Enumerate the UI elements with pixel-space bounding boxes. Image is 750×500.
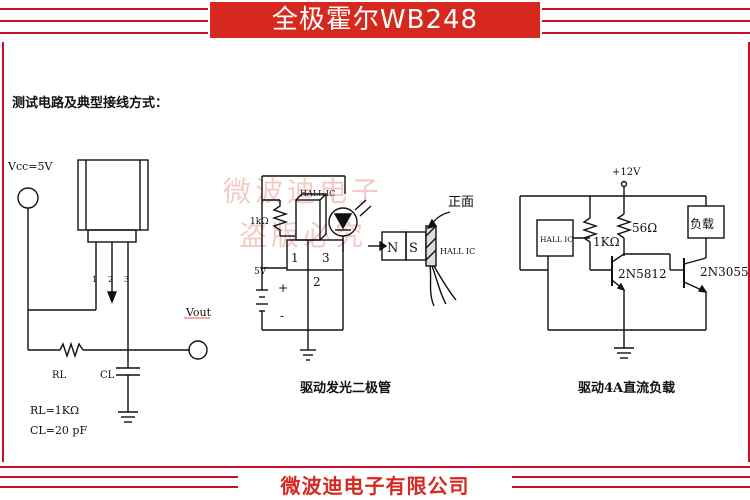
sensor-lead-block <box>87 229 137 243</box>
t1-emitter-arrow <box>616 282 626 292</box>
magnet-s-label: S <box>409 241 418 256</box>
footer-band <box>0 466 750 500</box>
hall-sensor-body <box>77 159 149 231</box>
hatch-3 <box>425 249 437 261</box>
light-ray-1 <box>354 199 367 211</box>
lead-wire-2 <box>431 265 447 305</box>
voltage-label: 5V <box>254 267 267 277</box>
resistor-label: 1kΩ <box>250 217 269 227</box>
hall-ic-label: HALL IC <box>300 189 335 198</box>
ground-arrow <box>106 291 118 304</box>
load-label: 负载 <box>690 217 714 231</box>
content-frame <box>2 42 750 462</box>
section-subtitle: 测试电路及典型接线方式： <box>12 96 169 111</box>
footer-rule-top <box>0 466 750 468</box>
pin-3-label: 3 <box>124 275 129 284</box>
cl-value: CL=20 pF <box>30 424 87 437</box>
test-circuit: Vcc=5V 1 2 3 Vout RL CL RL= <box>7 159 212 437</box>
header-rule-left-top <box>0 8 208 10</box>
header-rule-right-top <box>542 8 750 10</box>
hatch-1 <box>425 225 437 237</box>
motion-arrow-head <box>379 240 388 252</box>
page-title: 全极霍尔WB248 <box>210 2 540 38</box>
header-rule-left-bottom <box>0 32 208 34</box>
lead-wire-1 <box>429 265 435 307</box>
cl-label: CL <box>100 370 115 381</box>
led-symbol <box>333 213 353 230</box>
battery-plus: + <box>278 281 288 295</box>
pin-2-label: 2 <box>313 275 321 289</box>
hall-ic-right-label: HALL IC <box>440 247 475 256</box>
resistor-56 <box>615 213 633 239</box>
light-ray-2 <box>359 205 372 217</box>
vout-terminal <box>188 340 208 360</box>
t2-collector <box>683 257 707 265</box>
vout-label: Vout <box>185 306 212 319</box>
rl-label: RL <box>52 370 67 381</box>
hall-ic-3d-edge <box>295 193 327 241</box>
footer-rule-right-1 <box>512 476 750 478</box>
front-arrow <box>431 211 451 225</box>
lead-wire-3 <box>433 265 457 301</box>
dc-load-circuit: +12V HALL IC 1KΩ 56Ω 2N5812 负载 <box>519 167 749 396</box>
t1-label: 2N5812 <box>618 267 667 281</box>
supply-label: +12V <box>612 167 641 178</box>
hall-ic-chip <box>295 199 321 241</box>
rl-value: RL=1KΩ <box>30 404 79 417</box>
header-rule-right-mid <box>542 20 750 22</box>
supply-node <box>620 180 628 188</box>
hall-ic-corner <box>319 193 327 201</box>
battery-minus: - <box>280 309 284 323</box>
footer-rule-right-2 <box>512 486 750 488</box>
t2-emitter-arrow <box>697 284 708 293</box>
dc-load-caption: 驱动4A直流负载 <box>578 380 675 396</box>
magnet-n-label: N <box>387 241 398 256</box>
pin-1-label: 1 <box>291 251 299 265</box>
load-resistor-rl <box>59 341 84 359</box>
resistor-1k <box>271 200 289 236</box>
header-band: 全极霍尔WB248 <box>0 0 750 40</box>
front-label: 正面 <box>448 195 474 210</box>
pin-2-label: 2 <box>108 275 113 284</box>
t1-collector <box>611 253 625 263</box>
led-caption: 驱动发光二极管 <box>300 380 391 396</box>
header-rule-right-bottom <box>542 32 750 34</box>
front-arrow-head <box>426 218 438 230</box>
footer-rule-left-2 <box>0 486 238 488</box>
hall-ic-label: HALL IC <box>540 235 573 244</box>
header-rule-left-mid <box>0 20 208 22</box>
footer-rule-left-1 <box>0 476 238 478</box>
pin-box <box>286 239 344 271</box>
resistor-1k <box>581 217 599 243</box>
hatch-2 <box>425 237 437 249</box>
r1-label: 1KΩ <box>593 235 620 249</box>
company-name: 微波迪电子有限公司 <box>240 472 510 500</box>
pin-3-label: 3 <box>322 251 330 265</box>
vcc-label: Vcc=5V <box>7 160 53 173</box>
r2-label: 56Ω <box>632 221 657 235</box>
t2-label: 2N3055 <box>700 265 749 279</box>
led-driver-circuit: 1kΩ HALL IC 1 3 2 5V + - <box>250 175 475 396</box>
vcc-terminal <box>17 187 39 209</box>
pin-1-label: 1 <box>92 275 97 284</box>
